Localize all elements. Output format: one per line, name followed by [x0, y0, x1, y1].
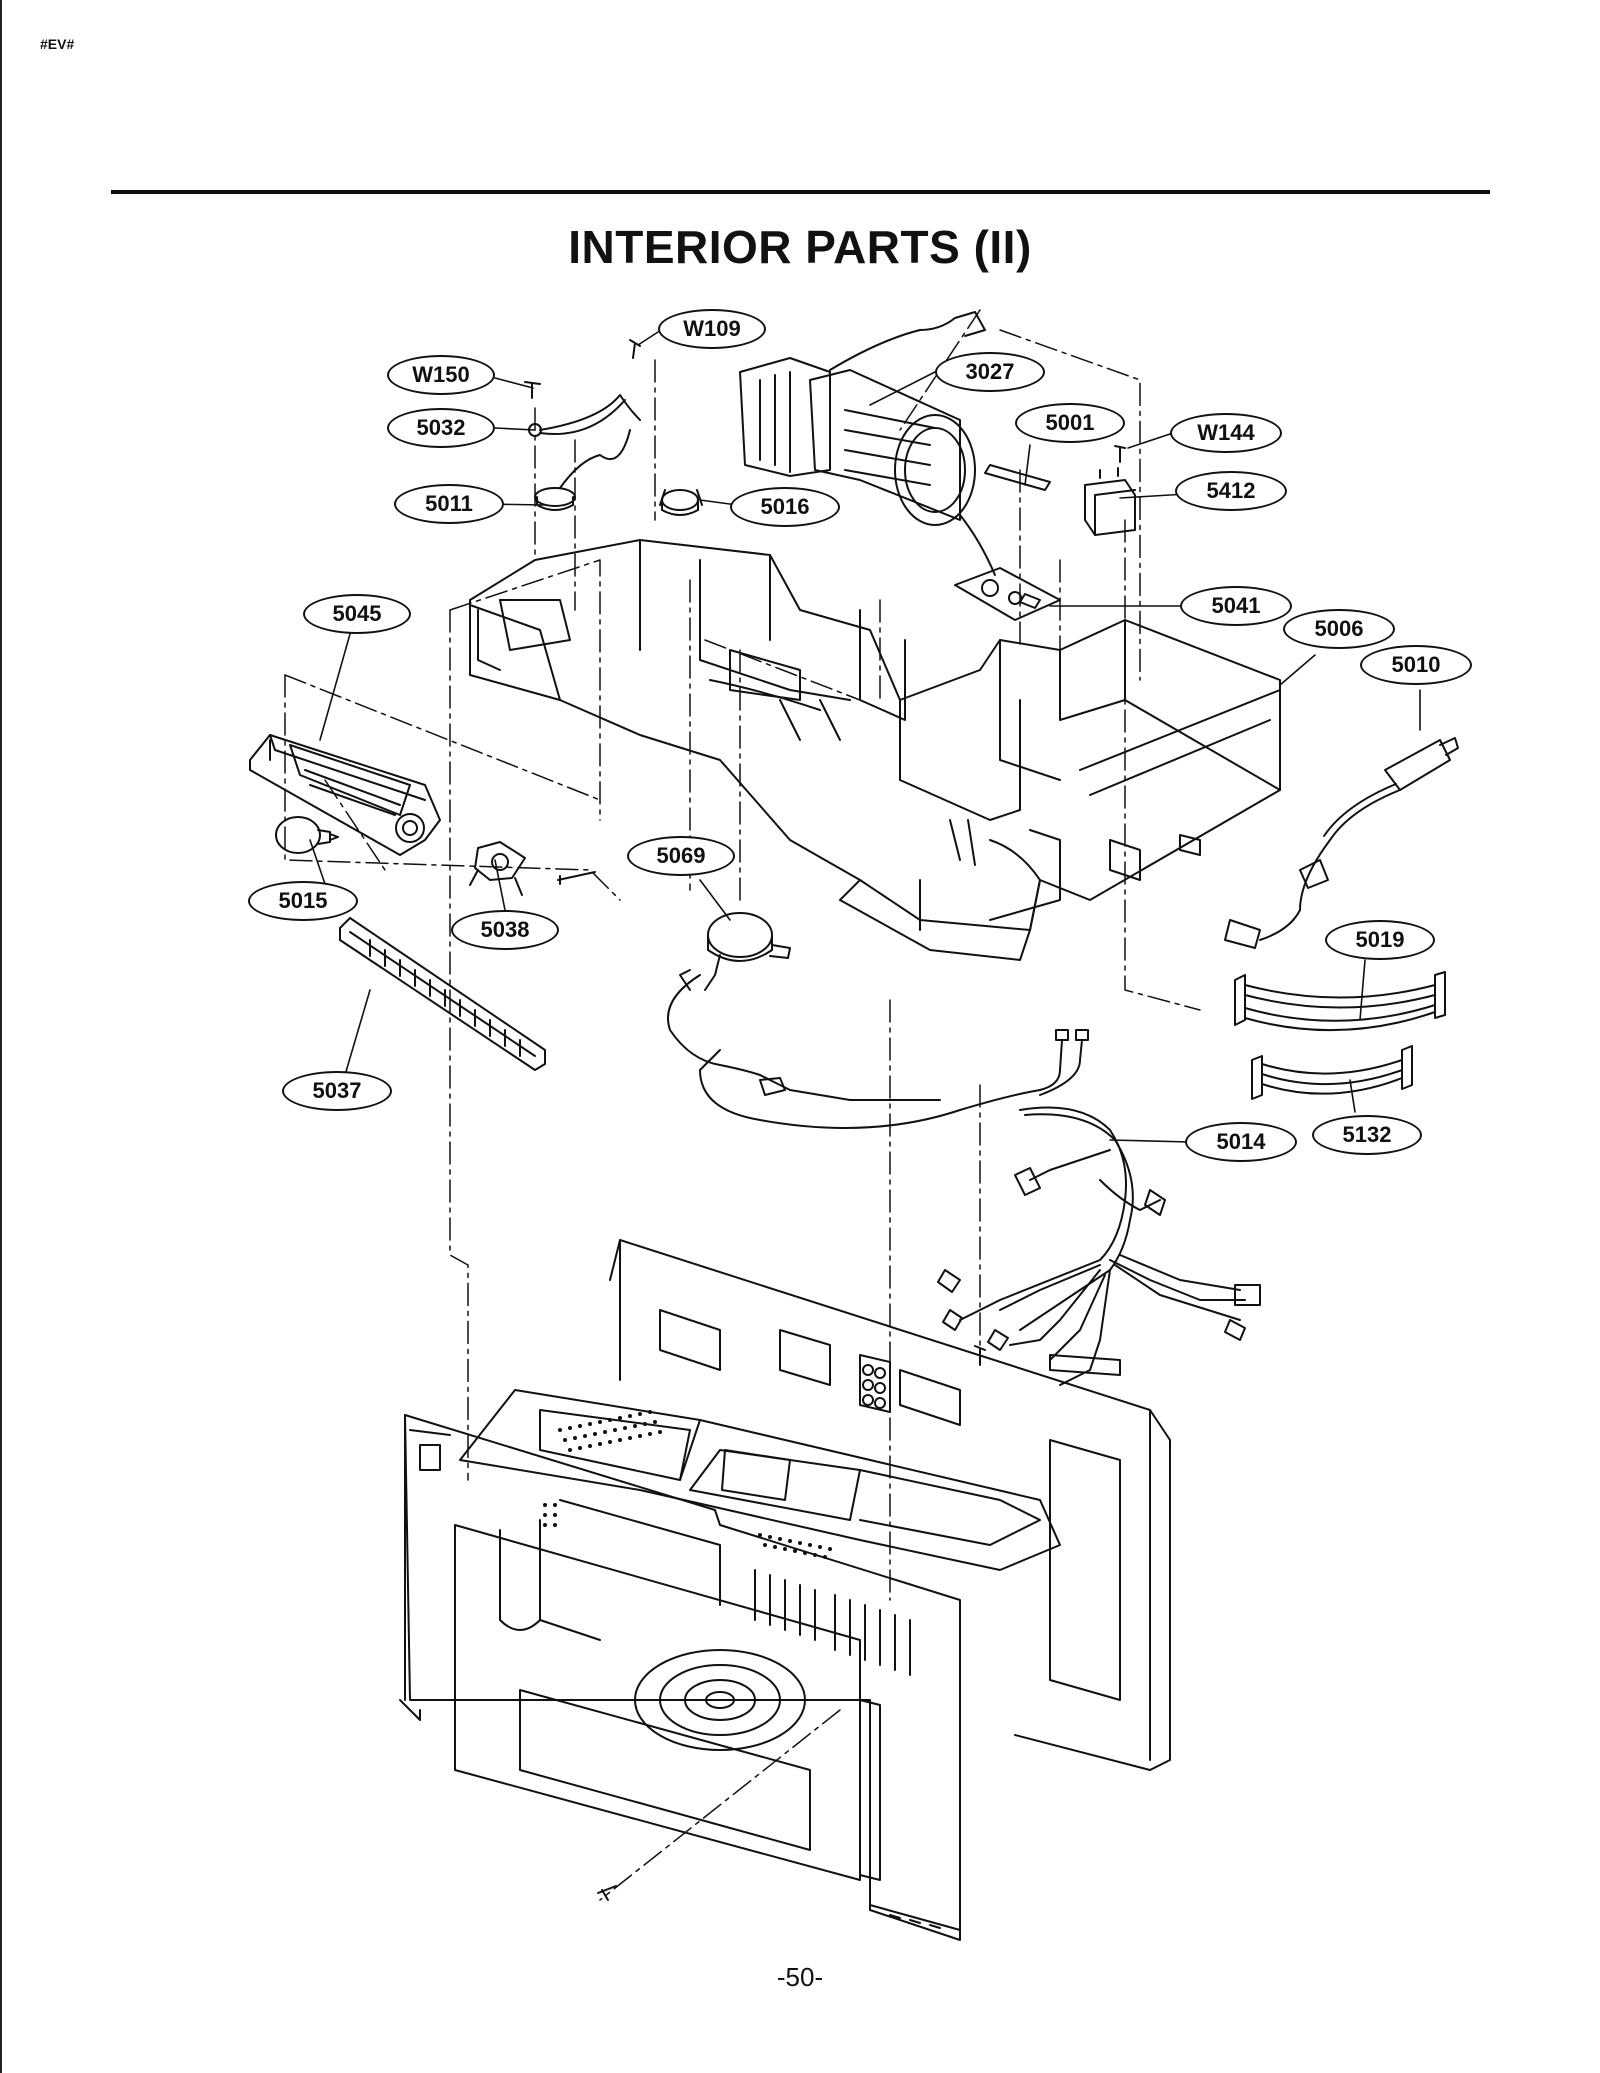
page-border	[0, 0, 2, 2073]
wire-harness-5019	[1234, 971, 1446, 1032]
callout-5038: 5038	[451, 910, 559, 950]
header-rule	[111, 190, 1490, 194]
page-number: -50-	[776, 1962, 824, 1992]
callout-5010: 5010	[1360, 645, 1472, 685]
noise-filter-board	[954, 567, 1061, 621]
callout-5037: 5037	[282, 1071, 392, 1111]
fan-motor-part	[739, 311, 996, 576]
callout-5001: 5001	[1015, 403, 1125, 443]
assembly-guide-lines	[284, 309, 1201, 1901]
power-cord-part	[1224, 737, 1459, 949]
oven-cavity-part	[399, 1239, 1171, 1941]
thermostat-part	[659, 489, 703, 516]
document-tag: #EV#	[40, 36, 75, 52]
callout-w109: W109	[658, 309, 766, 349]
thermal-cutout-assembly	[528, 394, 641, 511]
callout-3027: 3027	[935, 352, 1045, 392]
turntable-motor-part	[667, 912, 1089, 1129]
base-plate-part	[469, 539, 1281, 961]
main-wire-harness	[937, 1106, 1261, 1386]
vent-perforations	[543, 1410, 832, 1559]
callout-5045: 5045	[303, 594, 411, 634]
callout-5032: 5032	[387, 408, 495, 448]
capacitor-part	[1084, 467, 1136, 536]
callout-5015: 5015	[248, 881, 358, 921]
lamp-holder-part	[249, 734, 441, 856]
lamp-bulb-part	[275, 816, 339, 854]
callout-5011: 5011	[394, 484, 504, 524]
callout-5041: 5041	[1180, 586, 1292, 626]
page-title: INTERIOR PARTS (II)	[568, 221, 1032, 273]
callout-5132: 5132	[1312, 1115, 1422, 1155]
callout-5016: 5016	[730, 487, 840, 527]
grille-part	[339, 917, 546, 1071]
wire-harness-5132	[1251, 1045, 1413, 1100]
fuse-part	[984, 464, 1051, 491]
callout-5006: 5006	[1283, 609, 1395, 649]
lamp-socket-part	[469, 841, 526, 896]
callout-5019: 5019	[1325, 920, 1435, 960]
callout-w144: W144	[1170, 413, 1282, 453]
callout-5014: 5014	[1185, 1122, 1297, 1162]
screws	[524, 339, 1126, 1901]
callout-5412: 5412	[1175, 471, 1287, 511]
callout-5069: 5069	[627, 836, 735, 876]
callout-w150: W150	[387, 355, 495, 395]
